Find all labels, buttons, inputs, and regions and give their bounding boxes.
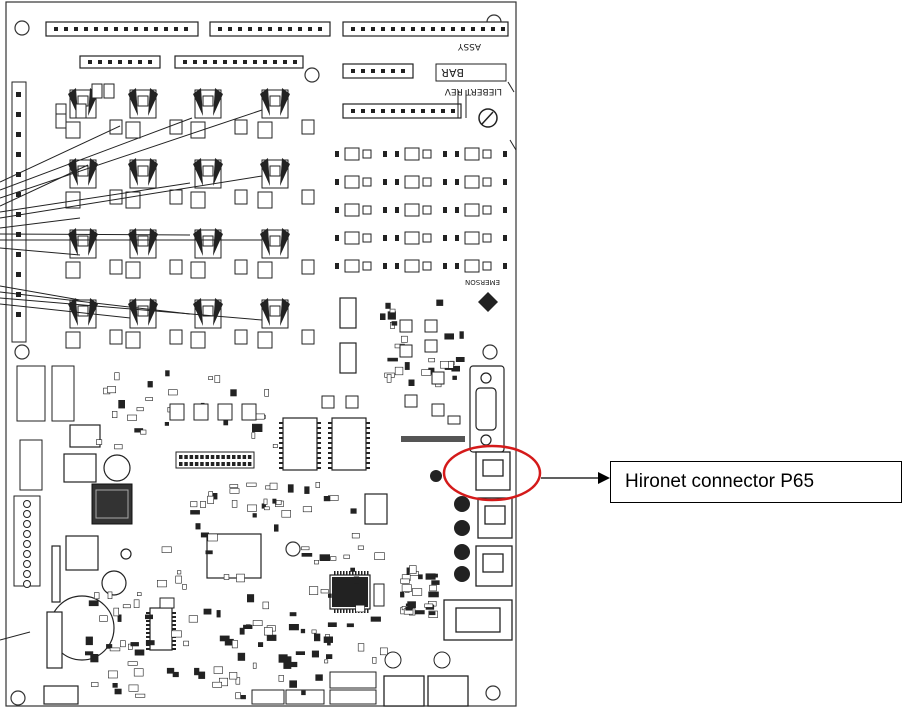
led-pair — [395, 175, 447, 189]
relay — [257, 298, 315, 349]
strip-pin — [16, 132, 21, 137]
led-pair — [335, 203, 387, 217]
liebert-rev-marking: LIEBERT REV — [444, 86, 502, 96]
led-pair — [455, 147, 507, 161]
relay — [125, 298, 183, 349]
terminal-screw — [23, 520, 31, 528]
strip-pin — [16, 192, 21, 197]
bottom-connectors — [159, 583, 385, 705]
led-pair — [335, 259, 387, 273]
led-pair — [395, 147, 447, 161]
led-pair — [455, 259, 507, 273]
db9-connector — [469, 365, 505, 453]
emerson-marking: EMERSON — [465, 278, 500, 286]
strip-pin — [16, 92, 21, 97]
relay — [257, 88, 315, 139]
terminal-screw — [23, 500, 31, 508]
led-pair — [335, 231, 387, 245]
relay — [125, 88, 183, 139]
relay — [65, 298, 123, 349]
terminal-screw — [23, 510, 31, 518]
relay — [257, 158, 315, 209]
rj-connectors — [383, 451, 513, 707]
smd-components — [85, 299, 465, 700]
assy-marking: ASSY — [457, 41, 481, 51]
bar-box — [435, 63, 507, 82]
connector-pins — [54, 27, 505, 113]
power-components — [43, 424, 101, 705]
terminal-screw — [23, 530, 31, 538]
relay — [257, 228, 315, 279]
strip-pin — [16, 212, 21, 217]
logo-diamond — [478, 292, 498, 312]
inductor — [91, 483, 133, 525]
strip-pin — [16, 112, 21, 117]
relay — [125, 158, 183, 209]
strip-pin — [16, 312, 21, 317]
bar-marking: BAR — [441, 66, 464, 79]
callout-box: Hironet connector P65 — [610, 461, 902, 503]
top-connectors — [45, 21, 509, 119]
terminal-screw — [23, 580, 31, 588]
led-pair — [335, 175, 387, 189]
led-pair — [395, 203, 447, 217]
ic-pins — [146, 422, 370, 650]
terminal-screw — [23, 560, 31, 568]
led-pair — [395, 259, 447, 273]
relay — [190, 88, 248, 139]
connector-highlight — [442, 444, 542, 502]
terminal-screw — [23, 540, 31, 548]
relay — [65, 228, 123, 279]
mounting-holes — [10, 14, 502, 706]
led-pair — [335, 147, 387, 161]
callout-label: Hironet connector P65 — [625, 471, 815, 492]
callout-arrow-head — [598, 472, 610, 484]
led-pair — [455, 203, 507, 217]
wires-left — [0, 109, 263, 641]
led-pair — [395, 231, 447, 245]
relay — [190, 298, 248, 349]
terminal-screw — [23, 550, 31, 558]
strip-pin — [16, 252, 21, 257]
strip-pin — [16, 172, 21, 177]
led-pair — [455, 231, 507, 245]
relay — [190, 228, 248, 279]
terminal-screw — [23, 570, 31, 578]
led-array — [335, 147, 507, 273]
black-knobs — [430, 470, 470, 582]
led-pair — [455, 175, 507, 189]
strip-pin — [16, 272, 21, 277]
strip-pin — [16, 152, 21, 157]
